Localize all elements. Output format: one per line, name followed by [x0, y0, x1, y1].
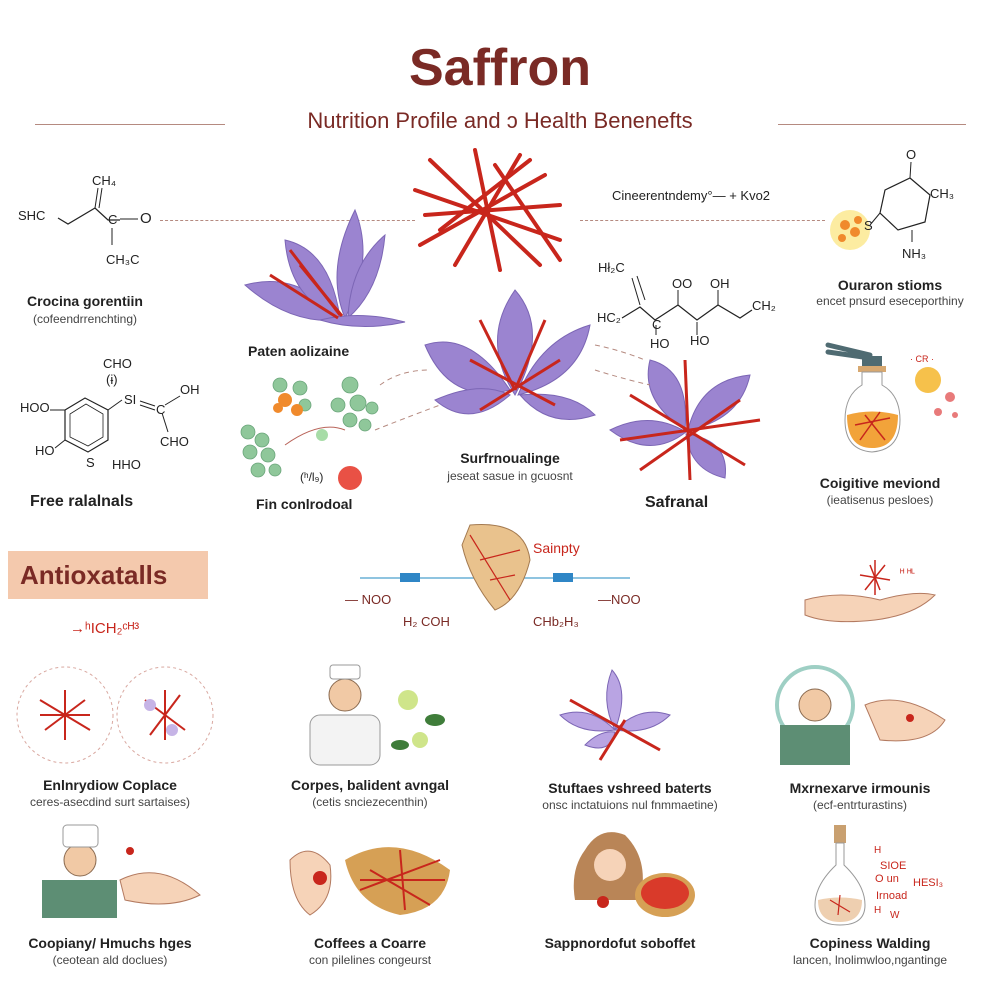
row4-label-4: Copiness Walding [809, 935, 931, 951]
row4-sub-4: lancen, lnolimwloo,ngantinge [792, 953, 948, 967]
saffron-threads-illustration [413, 148, 562, 272]
safranal-label: Safranal [645, 494, 709, 511]
row3-sub-1: ceres-asecdind surt sartaises) [29, 795, 191, 809]
left-noo: — NOO [345, 592, 392, 607]
atom-label: HC₂ [597, 310, 621, 325]
particles-label: Fin conlrodoal [256, 496, 353, 512]
row4-sub-2: con pilelines congeurst [308, 953, 432, 967]
atom-label: NH₃ [902, 246, 927, 261]
atom-label: CHO [103, 356, 132, 371]
bottle-note: Irnoad [876, 890, 908, 902]
bottle-label: Coigitive meviond [819, 475, 941, 491]
crocus-flower-safranal [594, 344, 761, 481]
bottle-tag: · CR · [910, 354, 934, 364]
atom-label: CH₃C [106, 252, 140, 267]
threads-caption: Cineerentndemy°— + Kvo2 [612, 188, 771, 203]
bottle-note: O un [875, 873, 899, 885]
atom-label: OH [710, 276, 730, 291]
hand-with-saffron [804, 560, 936, 623]
center-flower-label: Surfrnoualinge [460, 450, 560, 466]
bottle-note: H [874, 905, 882, 916]
antioxidant-particles [240, 369, 441, 490]
molecule-structure-right [830, 161, 931, 250]
saffron-oil-bottle [825, 342, 958, 453]
atom-label: C [156, 402, 166, 417]
row3-illustrations [16, 664, 946, 766]
atom-label: SHC [18, 208, 46, 223]
bottle-sublabel: (ieatisenus pesloes) [826, 493, 934, 507]
row4-label-3: Sappnordofut soboffet [544, 935, 696, 951]
row4-illustrations [42, 824, 866, 926]
crocin-sublabel: (cofeendrrenchting) [32, 312, 138, 326]
atom-label: OO [672, 276, 693, 291]
atom-label: (ɨ) [106, 372, 118, 387]
right-noo: —NOO [598, 592, 641, 607]
right-formula: CHb₂H₃ [533, 614, 579, 629]
row3-label-3: Stuftaes vshreed baterts [548, 780, 712, 796]
bottle-note: HESI₃ [913, 877, 944, 889]
page-subtitle: Nutrition Profile and ɔ Health Benenefts [307, 108, 693, 133]
row3-sub-3: onsc inctatuions nul fnmmaetine) [542, 798, 718, 812]
banner-formula: →ʰICH₂ᶜᴴ³ [70, 620, 140, 637]
atom-label: CH₂ [752, 298, 776, 313]
bottle-note: W [890, 910, 900, 921]
dashed-connector [160, 220, 415, 221]
row3-label-2: Corpes, balident avngal [291, 777, 449, 793]
atom-label: SI [124, 392, 137, 407]
row4-label-1: Coopiany/ Hmuchs hges [28, 935, 192, 951]
molecule-structure-2 [50, 395, 181, 453]
right-molecule-sublabel: encet pnsurd eseceporthiny [816, 294, 964, 308]
leaf-reaction-diagram [360, 523, 630, 611]
atom-label: O [140, 210, 152, 227]
atom-label: HO [35, 443, 55, 458]
atom-label: HHO [112, 457, 141, 472]
atom-label: CH₃ [930, 186, 955, 201]
crocus-flower-center [424, 289, 596, 420]
atom-label: CH₄ [92, 173, 117, 188]
row4-sub-1: (ceotean ald doclues) [52, 953, 168, 967]
atom-label: OH [180, 382, 200, 397]
free-radicals-label: Free ralalnals [30, 493, 134, 510]
atom-label: O [906, 147, 917, 162]
bottle-note: H [874, 845, 882, 856]
molecule-structure-1 [57, 187, 138, 245]
crocin-label: Crocina gorentiin [27, 293, 143, 309]
header-divider-left [35, 124, 225, 125]
atom-label: HOO [20, 400, 50, 415]
header-divider-right [778, 124, 966, 125]
particles-note: (ʰ/l₉) [300, 470, 324, 484]
dashed-connector [580, 220, 825, 221]
molecule-chain [621, 275, 753, 335]
left-formula: H₂ COH [403, 614, 450, 629]
page-title: Saffron [409, 39, 591, 97]
atom-label: CHO [160, 434, 189, 449]
row3-sub-4: (ecf-entrturastins) [812, 798, 908, 812]
atom-label: C [108, 212, 118, 227]
crocus-flower-left [243, 208, 406, 327]
right-molecule-label: Ouraron stioms [837, 277, 943, 293]
leaf-label: Sainpty [533, 540, 580, 556]
hand-note: ᴴ ᴴᴸ [900, 568, 915, 579]
bottle-note: SIOE [880, 860, 907, 872]
antioxidants-banner: Antioxatalls [8, 551, 208, 599]
row4-label-2: Coffees a Coarre [313, 935, 427, 951]
atom-label: HO [690, 333, 710, 348]
row3-label-1: Enlnrydiow Coplace [43, 777, 177, 793]
atom-label: C [652, 317, 662, 332]
antioxidants-banner-text: Antioxatalls [20, 559, 168, 590]
atom-label: S [86, 455, 95, 470]
row3-label-4: Mxrnexarve irmounis [789, 780, 931, 796]
atom-label: HO [650, 336, 670, 351]
atom-label: Hł₂C [598, 260, 625, 275]
center-flower-sublabel: jeseat sasue in gcuosnt [447, 469, 573, 483]
atom-label: S [864, 218, 873, 233]
row3-sub-2: (cetis snciezecenthin) [312, 795, 428, 809]
flower-left-label: Paten aolizaine [248, 343, 350, 359]
